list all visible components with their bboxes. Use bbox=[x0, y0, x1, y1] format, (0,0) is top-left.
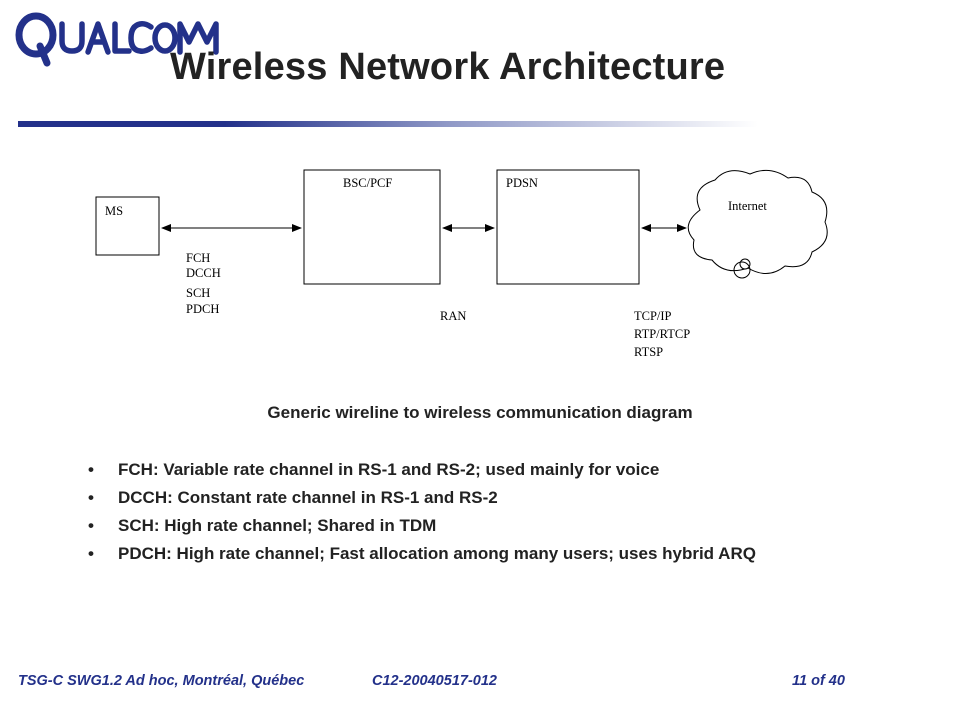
cloud-tail-small-icon bbox=[739, 258, 751, 270]
ms-box bbox=[95, 196, 160, 256]
bsc-pcf-label: BSC/PCF bbox=[343, 176, 392, 190]
bullet-icon: • bbox=[88, 544, 94, 563]
pdsn-box bbox=[496, 169, 640, 285]
footer-doc-number: C12-20040517-012 bbox=[372, 673, 497, 689]
bullet-text: SCH: High rate channel; Shared in TDM bbox=[118, 516, 437, 535]
cloud-tail-large-icon bbox=[733, 261, 751, 279]
diagram-caption: Generic wireline to wireless communicati… bbox=[267, 403, 693, 422]
bullet-item: • SCH: High rate channel; Shared in TDM bbox=[88, 517, 888, 535]
channel-label: SCH bbox=[186, 286, 210, 300]
protocol-label: RTP/RTCP bbox=[634, 327, 690, 341]
bullet-item: • FCH: Variable rate channel in RS-1 and … bbox=[88, 461, 888, 479]
pdsn-label: PDSN bbox=[506, 176, 538, 190]
protocol-label: RTSP bbox=[634, 345, 663, 359]
bullet-text: DCCH: Constant rate channel in RS-1 and … bbox=[118, 488, 498, 507]
bsc-pcf-box bbox=[303, 169, 441, 285]
bullet-text: FCH: Variable rate channel in RS-1 and R… bbox=[118, 460, 660, 479]
channel-label: DCCH bbox=[186, 266, 221, 280]
bullet-text: PDCH: High rate channel; Fast allocation… bbox=[118, 544, 756, 563]
ran-label: RAN bbox=[440, 309, 466, 323]
internet-label: Internet bbox=[728, 199, 767, 213]
bullet-item: • DCCH: Constant rate channel in RS-1 and… bbox=[88, 489, 888, 507]
bullet-list: • FCH: Variable rate channel in RS-1 and … bbox=[88, 461, 888, 573]
channel-label: PDCH bbox=[186, 302, 219, 316]
channel-label: FCH bbox=[186, 251, 210, 265]
page-title: Wireless Network Architecture bbox=[170, 46, 726, 88]
internet-cloud-icon bbox=[687, 169, 828, 274]
protocol-label: TCP/IP bbox=[634, 309, 672, 323]
bullet-icon: • bbox=[88, 488, 94, 507]
footer-meeting: TSG-C SWG1.2 Ad hoc, Montréal, Québec bbox=[18, 673, 305, 689]
qualcomm-logo bbox=[15, 12, 219, 67]
footer-page-number: 11 of 40 bbox=[792, 673, 845, 689]
bullet-icon: • bbox=[88, 516, 94, 535]
ms-label: MS bbox=[105, 204, 123, 218]
bullet-icon: • bbox=[88, 460, 94, 479]
bullet-item: • PDCH: High rate channel; Fast allocatio… bbox=[88, 545, 888, 563]
title-divider bbox=[18, 121, 758, 127]
